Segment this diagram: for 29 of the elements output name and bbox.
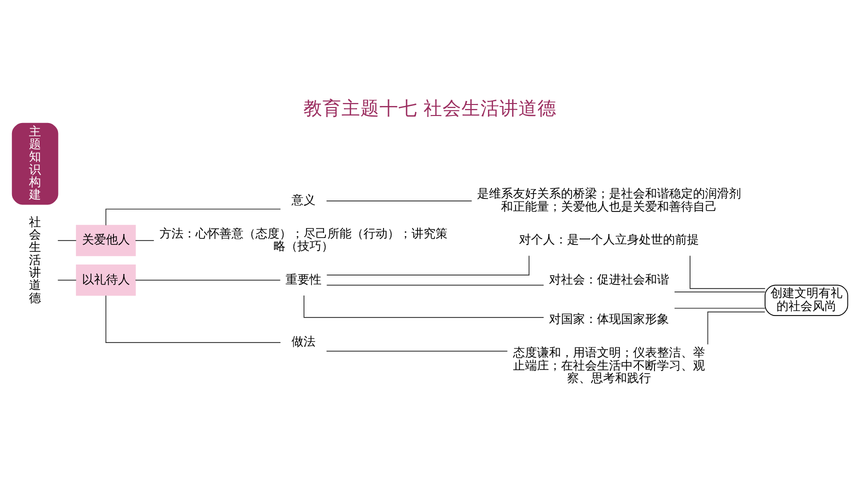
connector [326, 350, 508, 352]
connector [674, 308, 766, 309]
node-text: 意义 [292, 193, 316, 208]
node-text: 重要性 [286, 272, 322, 286]
connector [57, 240, 77, 241]
connector [57, 280, 77, 281]
node-box: 关爱他人 [76, 224, 136, 256]
connector [707, 311, 766, 345]
connector [304, 295, 544, 318]
node-text: 社会生活讲道德 [29, 214, 42, 305]
node-text: 态度谦和，用语文明；仪表整洁、举止端庄；在社会生活中不断学习、观察、思考和践行 [513, 346, 706, 385]
connector [105, 295, 281, 343]
connector [105, 208, 281, 226]
node-text: 对个人：是一个人立身处世的前提 [519, 232, 700, 247]
node-text: 对国家：体现国家形象 [549, 312, 670, 326]
connector [326, 200, 472, 202]
connector [690, 255, 766, 289]
node-box: 主题知识构建 [12, 122, 58, 205]
connector [135, 240, 154, 241]
node-text: 做法 [292, 334, 316, 349]
node-text: 对社会：促进社会和谐 [549, 272, 670, 286]
diagram-title: 教育主题十七 社会生活讲道德 [304, 98, 556, 120]
node-box: 以礼待人 [76, 264, 136, 296]
node-text: 方法：心怀善意（态度）；尽己所能（行动）；讲究策略（技巧） [160, 226, 448, 253]
connector [326, 284, 544, 286]
node-text: 是维系友好关系的桥梁；是社会和谐稳定的润滑剂和正能量；关爱他人也是关爱和善待自己 [477, 186, 742, 214]
node-box: 创建文明有礼的社会风尚 [764, 284, 848, 316]
connector [135, 280, 281, 281]
connector [326, 255, 530, 276]
